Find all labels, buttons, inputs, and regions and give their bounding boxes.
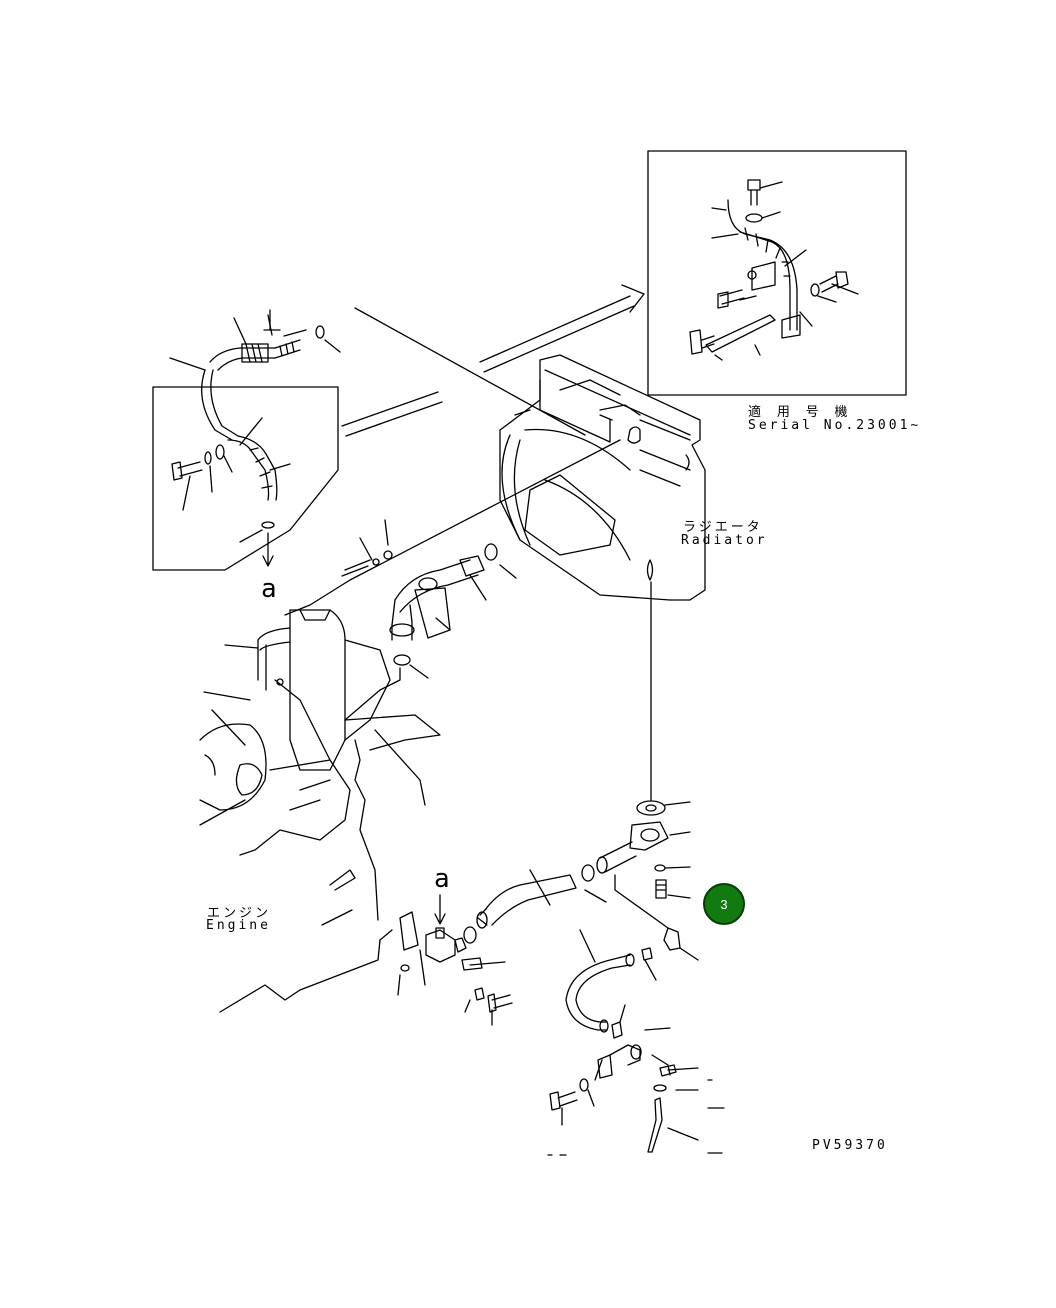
leader-line — [355, 308, 585, 435]
radiator-en-label: Radiator — [681, 533, 768, 548]
inset-serial-label: Serial No.23001∼ — [748, 418, 922, 433]
leader-line-long — [285, 440, 620, 615]
inset-jp-label: 適 用 号 機 — [748, 405, 852, 420]
lower-fittings — [398, 895, 512, 1025]
upper-hose — [170, 310, 340, 440]
view-marker-lower: a — [434, 864, 450, 894]
lower-pipe — [477, 801, 690, 928]
middle-hoses — [342, 520, 516, 720]
callout-badge[interactable]: 3 — [703, 883, 745, 925]
callout-number: 3 — [720, 896, 728, 912]
left-detail-box — [153, 387, 338, 570]
engine-en-label: Engine — [206, 918, 271, 933]
view-marker-top: a — [261, 574, 277, 604]
radiator-body — [500, 355, 705, 600]
inset-detail-box — [648, 151, 906, 395]
arrow-to-inset — [342, 285, 644, 436]
lower-right-hose — [548, 875, 724, 1155]
drawing-code: PV59370 — [812, 1138, 888, 1153]
radiator-jp-label: ラジエータ — [683, 520, 763, 535]
engine-assembly — [200, 610, 440, 1012]
engine-jp-label: エンジン — [207, 906, 272, 921]
